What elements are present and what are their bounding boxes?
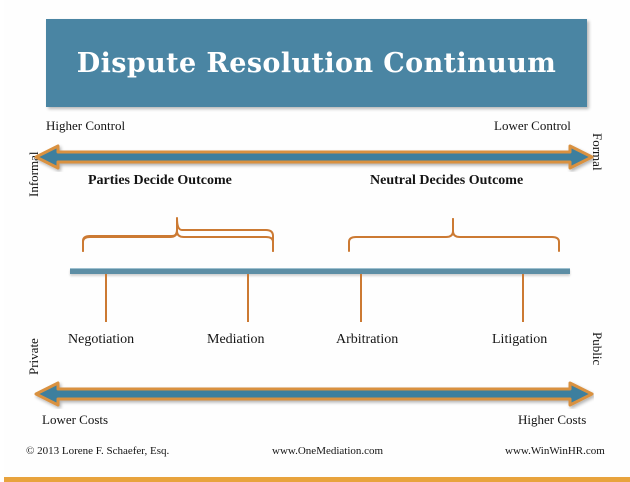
tick-litigation — [522, 274, 524, 322]
label-private: Private — [26, 338, 41, 375]
label-lower-control: Lower Control — [494, 118, 571, 133]
arrow-cost-continuum — [34, 379, 594, 409]
node-label-litigation: Litigation — [492, 332, 548, 347]
node-label-mediation: Mediation — [207, 332, 265, 347]
brace-informal-group — [80, 216, 276, 252]
left-margin-rule — [0, 0, 4, 482]
continuum-line — [70, 268, 570, 274]
group-label-parties-decide: Parties Decide Outcome — [88, 173, 232, 188]
node-label-arbitration: Arbitration — [336, 332, 399, 347]
footer-link-winwinhr[interactable]: www.WinWinHR.com — [505, 445, 605, 457]
label-higher-control: Higher Control — [46, 118, 126, 133]
brace-formal-group — [346, 216, 562, 252]
footer-copyright: © 2013 Lorene F. Schaefer, Esq. — [26, 445, 170, 457]
page-title: Dispute Resolution Continuum — [76, 47, 557, 79]
node-label-negotiation: Negotiation — [68, 332, 135, 347]
footer-rule — [0, 477, 630, 482]
label-lower-costs: Lower Costs — [42, 412, 109, 427]
tick-arbitration — [360, 274, 362, 322]
arrow-control-continuum — [34, 142, 594, 172]
label-public: Public — [590, 332, 605, 366]
footer-link-onemediation[interactable]: www.OneMediation.com — [272, 445, 384, 457]
label-higher-costs: Higher Costs — [518, 412, 587, 427]
title-banner: Dispute Resolution Continuum — [46, 19, 587, 107]
tick-mediation — [247, 274, 249, 322]
group-label-neutral-decides: Neutral Decides Outcome — [370, 173, 524, 188]
tick-negotiation — [105, 274, 107, 322]
